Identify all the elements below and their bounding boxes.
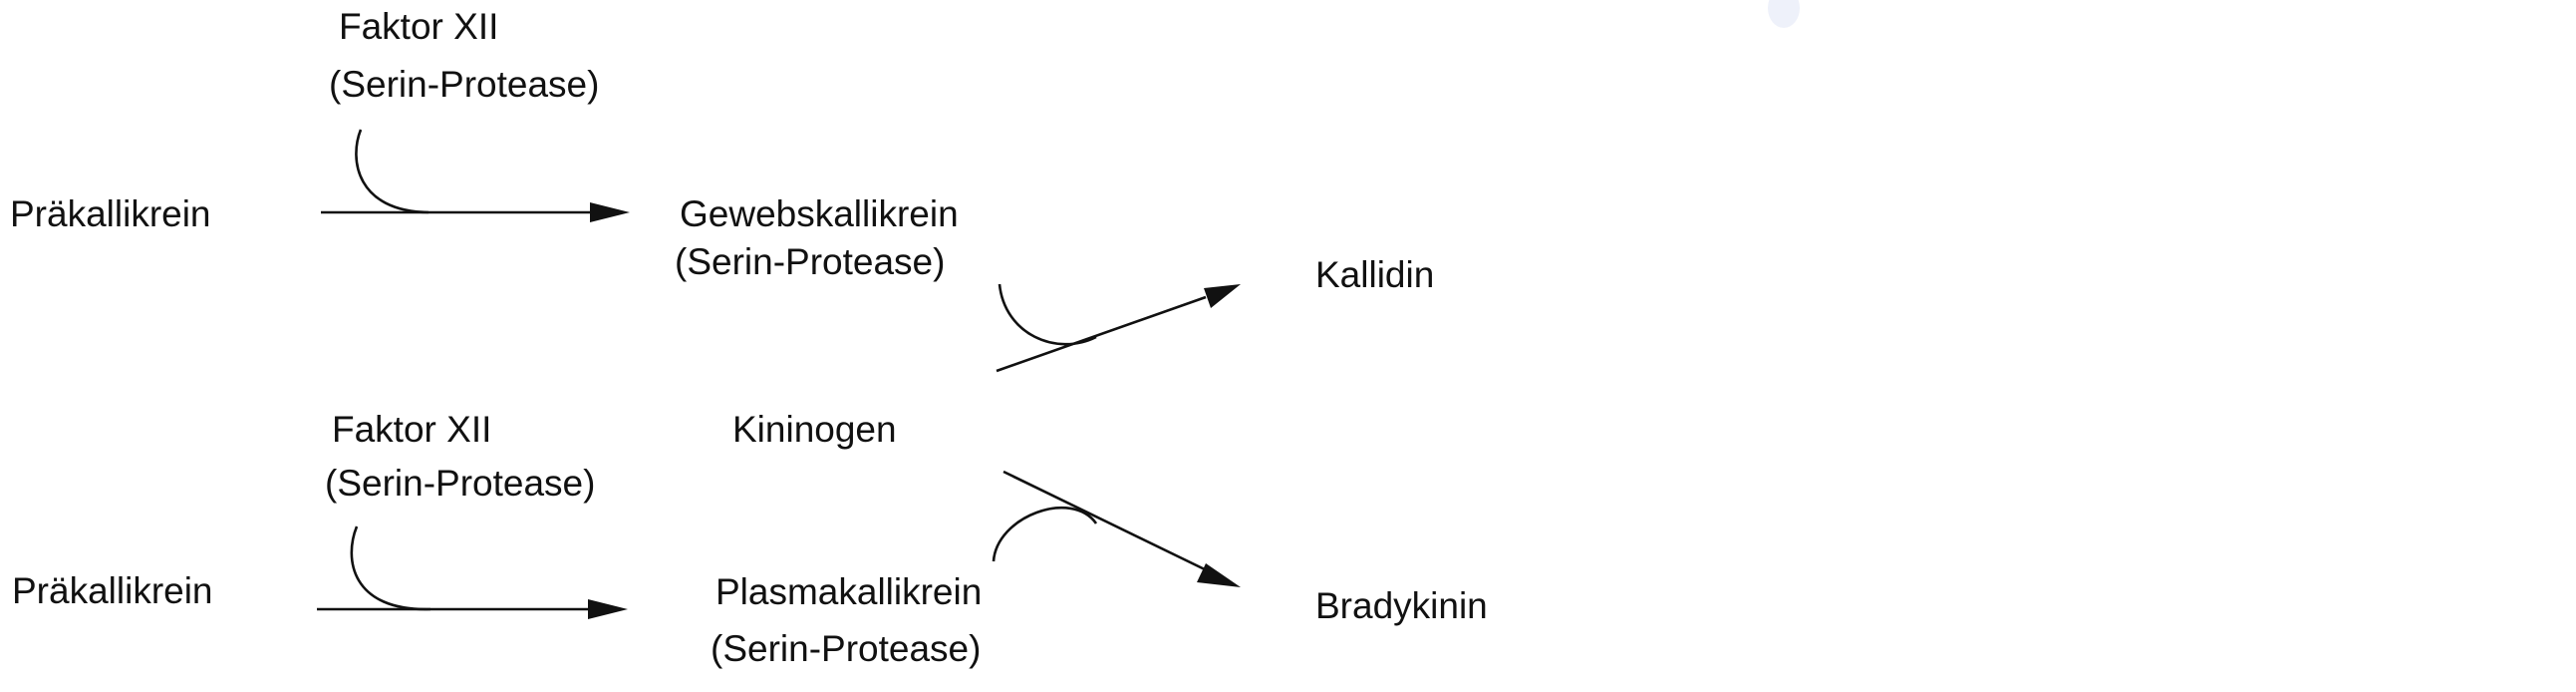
kallidin-reaction-arrow [996,284,1241,373]
top-reaction-arrow [321,202,630,222]
kininogen-label: Kininogen [732,409,897,450]
bottom-enzyme-curve [350,525,431,611]
top-enzyme-class: (Serin-Protease) [329,64,599,105]
top-enzyme-curve [355,129,429,214]
faint-mark [1768,0,1800,28]
bottom-product-name: Plasmakallikrein [716,571,982,612]
kallidin-enzyme-curve [998,283,1097,346]
top-product-class: (Serin-Protease) [675,241,945,282]
top-enzyme-name: Faktor XII [339,6,498,47]
bottom-enzyme-class: (Serin-Protease) [325,463,595,504]
bottom-substrate-label: Präkallikrein [12,570,213,611]
bottom-enzyme-name: Faktor XII [332,409,491,450]
bradykinin-label: Bradykinin [1315,585,1488,626]
bottom-reaction-arrow [317,599,628,619]
kallidin-label: Kallidin [1315,254,1434,295]
bottom-product-class: (Serin-Protease) [711,628,981,669]
top-product-name: Gewebskallikrein [680,193,959,234]
bradykinin-enzyme-curve [992,506,1098,562]
bradykinin-reaction-arrow [1002,470,1241,587]
top-substrate-label: Präkallikrein [10,193,211,234]
